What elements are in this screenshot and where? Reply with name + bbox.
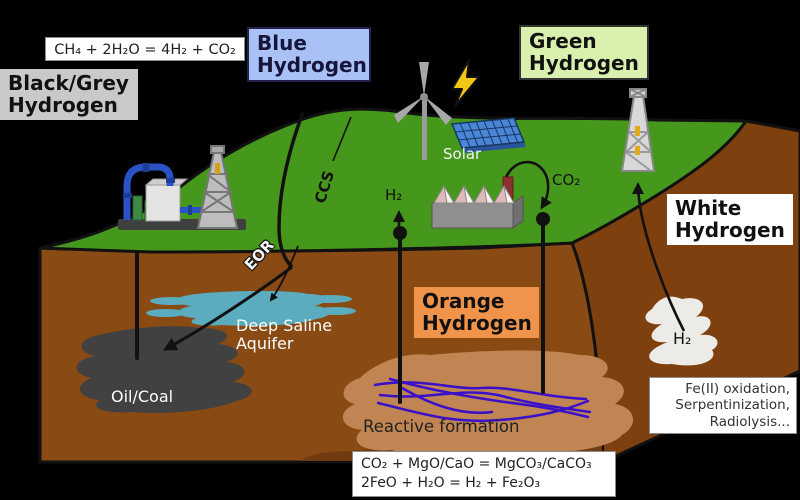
white-hydrogen-arrow xyxy=(632,182,686,332)
mechanism-line: Fe(II) oxidation, xyxy=(685,381,790,397)
oil-derrick-icon xyxy=(196,145,239,229)
lightning-bolt-icon xyxy=(451,59,480,107)
oil-coal-deposit xyxy=(76,326,252,413)
label-green-hydrogen: Green Hydrogen xyxy=(519,25,649,80)
wellhead-right xyxy=(536,212,550,226)
aquifer-arrow xyxy=(269,245,299,302)
label-black-grey-hydrogen: Black/Grey Hydrogen xyxy=(0,69,138,120)
drilling-derrick-icon xyxy=(620,88,656,172)
label-white-hydrogen: White Hydrogen xyxy=(667,194,793,245)
formula-orange-box: CO₂ + MgO/CaO = MgCO₃/CaCO₃ 2FeO + H₂O =… xyxy=(352,451,616,497)
white-hydrogen-mechanisms-box: Fe(II) oxidation, Serpentinization, Radi… xyxy=(649,377,797,435)
reactive-formation-label: Reactive formation xyxy=(363,417,520,436)
solar-label: Solar xyxy=(443,145,482,163)
wellhead-left xyxy=(393,226,407,240)
h2-well-label: H₂ xyxy=(385,186,403,204)
formula-serpentinization: 2FeO + H₂O = H₂ + Fe₂O₃ xyxy=(361,474,541,491)
deep-saline-aquifer-label: Deep Saline Aquifer xyxy=(236,316,333,354)
hydrogen-deposit xyxy=(645,296,718,366)
mineral-veins xyxy=(373,377,592,423)
label-blue-hydrogen: Blue Hydrogen xyxy=(247,27,371,82)
mechanism-line: Serpentinization, xyxy=(675,397,790,414)
formula-smr-box: CH₄ + 2H₂O = 4H₂ + CO₂ xyxy=(45,37,245,61)
mechanism-line: Radiolysis... xyxy=(709,413,790,430)
co2-label: CO₂ xyxy=(552,171,581,189)
formula-carbonation: CO₂ + MgO/CaO = MgCO₃/CaCO₃ xyxy=(361,456,592,472)
solar-panel-icon xyxy=(450,117,526,153)
co2-arrow xyxy=(503,160,552,210)
factory-icon xyxy=(431,176,524,229)
label-orange-hydrogen: Orange Hydrogen xyxy=(414,287,539,338)
reactive-formation-deposit xyxy=(342,350,634,458)
formula-smr: CH₄ + 2H₂O = 4H₂ + CO₂ xyxy=(54,42,236,58)
ccs-leader-line xyxy=(332,116,352,162)
ccs-pipeline xyxy=(277,111,305,269)
oil-coal-label: Oil/Coal xyxy=(111,387,174,406)
saline-aquifer-deposit xyxy=(146,291,356,326)
well-lines xyxy=(135,222,545,404)
h2-deposit-label: H₂ xyxy=(673,329,692,348)
eor-arrow xyxy=(162,265,293,351)
wind-turbine-icon xyxy=(394,62,452,160)
